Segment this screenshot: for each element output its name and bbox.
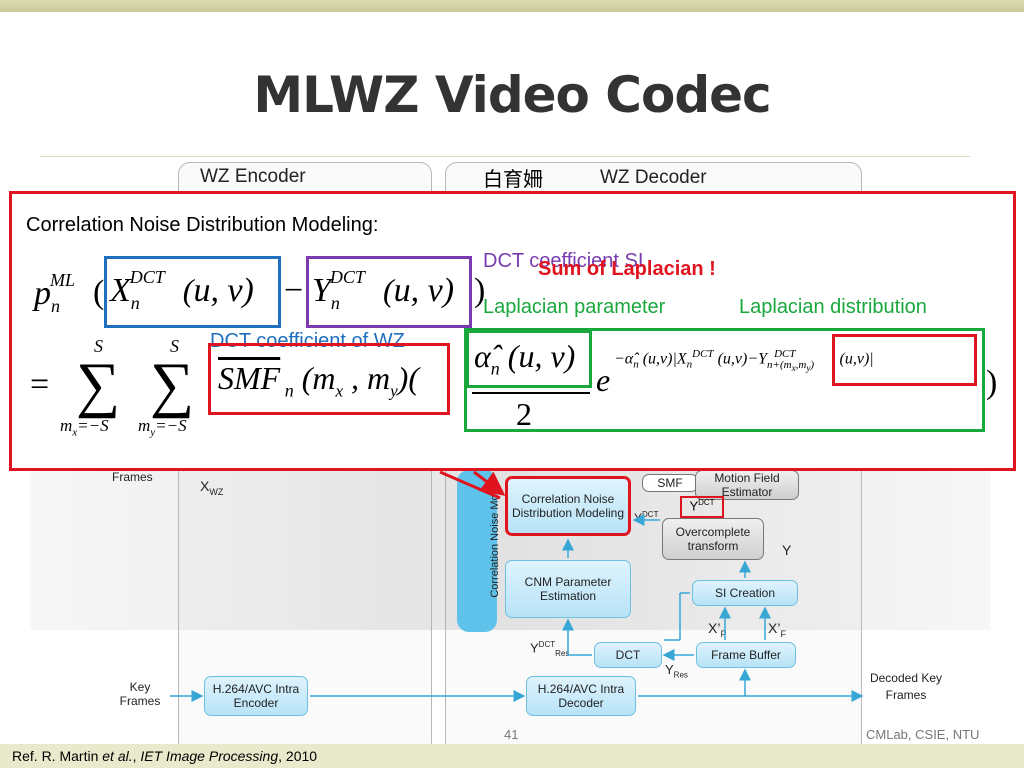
sum1-lower: mx=−S [60,416,109,439]
ydct-highlight-box: YDCT [680,496,724,518]
sum1-upper: S [94,336,103,356]
si-creation-box: SI Creation [692,580,798,606]
h264-intra-decoder-box: H.264/AVC Intra Decoder [526,676,636,716]
sum2-upper: S [170,336,179,356]
overcomplete-transform-box: Overcomplete transform [662,518,764,560]
frame-buffer-box: Frame Buffer [696,642,796,668]
dct-coefficient-si-label: DCT coefficient SI [483,250,644,272]
correlation-noise-distribution-modeling-box: Correlation Noise Distribution Modeling [505,476,631,536]
wz-decoder-label: WZ Decoder [600,167,707,188]
reference-citation: Ref. R. Martin et al., IET Image Process… [12,748,318,764]
eq-exponent: −α̂n (u,v)|XnDCT (u,v)−Yn+(mx,my)DCT (u,… [614,348,874,373]
eq-x-dct-term: XnDCT (u, v) [110,266,254,313]
x-dct-highlight-box [104,256,281,328]
smf-highlight-box [208,343,450,415]
eq-y-dct-term: YnDCT (u, v) [312,266,455,313]
correlation-noise-modeling-strip [457,470,497,632]
top-decoration-bar [0,0,1024,12]
wz-encoder-label: WZ Encoder [200,166,306,187]
y-shifted-highlight-box [832,334,977,386]
laplacian-distribution-highlight-box [464,328,985,432]
laplacian-parameter-label: Laplacian parameter [483,296,666,318]
xwz-label: XWZ [200,478,224,497]
dct-box: DCT [594,642,662,668]
popup-heading: Correlation Noise Distribution Modeling: [26,214,379,236]
page-number: 41 [504,727,519,742]
dct-coefficient-wz-label: DCT coefficient of WZ [210,330,405,352]
eq-denominator: 2 [516,396,532,432]
xp-label: X’P [708,620,727,639]
y-label: Y [782,542,792,558]
eq-alpha-term: α̂n (u, v) [474,338,576,379]
eq-open-paren: ( [93,274,105,311]
title-divider [40,156,970,157]
key-frames-label: Key Frames [119,680,161,708]
eq-minus: − [284,272,304,309]
frames-label: Frames [112,470,153,484]
yres-dct-label: YDCTRes [530,640,570,658]
laplacian-parameter-highlight-box [466,330,592,388]
fraction-bar [472,392,590,394]
author-name: 白育姍 [483,167,543,191]
sum-of-laplacian-label: Sum of Laplacian ! [538,258,716,280]
slide-title: MLWZ Video Codec [253,66,771,124]
eq-final-paren: ) [986,364,998,401]
eq-exponential-e: e [596,362,611,398]
cnm-parameter-estimation-box: CNM Parameter Estimation [505,560,631,618]
sum1-sigma: ∑ [76,351,121,419]
laplacian-distribution-label: Laplacian distribution [739,296,927,318]
footer-bar [0,744,1024,768]
h264-intra-encoder-box: H.264/AVC Intra Encoder [204,676,308,716]
eq-close-paren: ) [474,272,486,309]
y-dct-highlight-box [306,256,472,328]
sum2-sigma: ∑ [150,351,195,419]
yres-label: YRes [665,662,688,680]
motion-field-estimator-box: Motion Field Estimator [695,470,799,500]
xf-label: X’F [768,620,786,639]
eq-smf-term: SMF n (mx , my)( [218,360,419,401]
sum2-lower: my=−S [138,416,187,439]
decoded-key-frames-label: Decoded Key Frames [869,671,943,702]
eq-equals: = [30,366,50,403]
lab-credit: CMLab, CSIE, NTU [866,727,980,742]
eq-p-term: pnML [34,269,76,316]
